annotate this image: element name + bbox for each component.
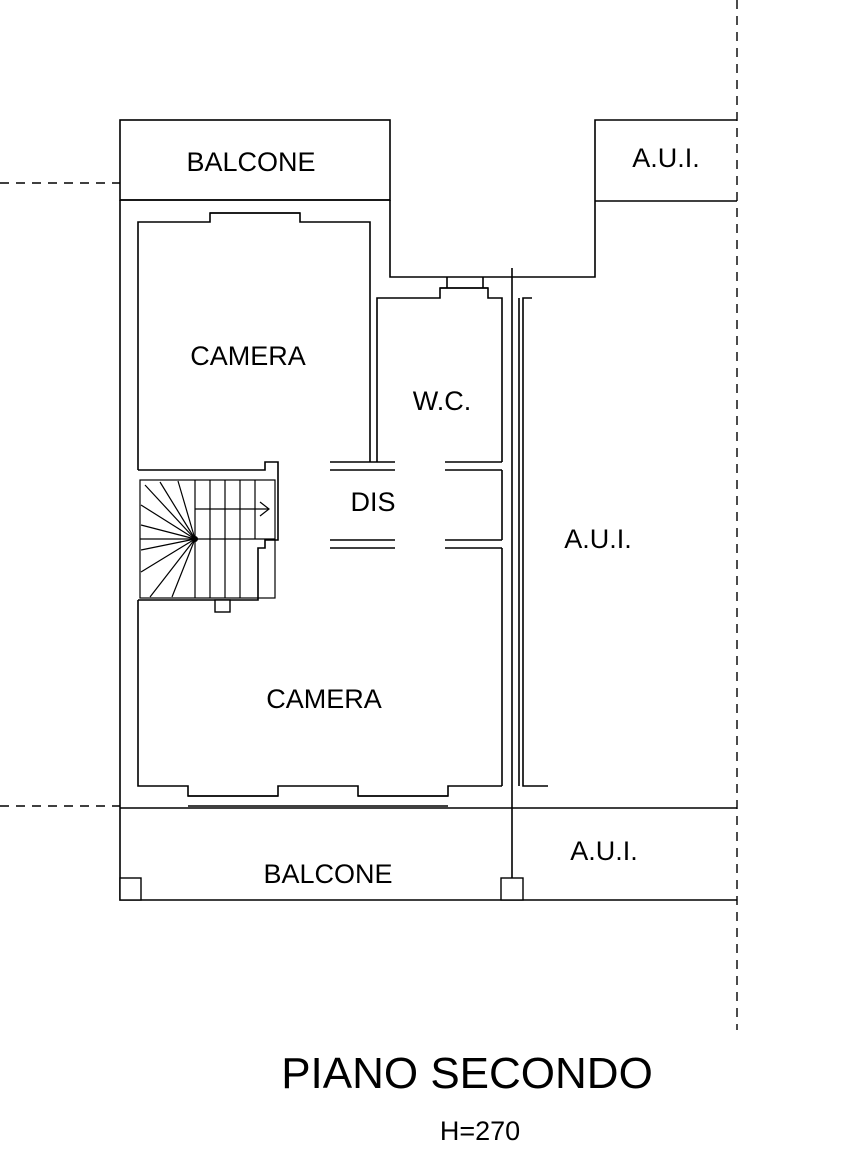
label-balcone-bottom: BALCONE [263,859,392,889]
label-camera-bottom: CAMERA [266,684,382,714]
height-note: H=270 [440,1116,520,1146]
plan-title: PIANO SECONDO [281,1049,653,1098]
label-aui-bottom: A.U.I. [570,836,638,866]
label-wc: W.C. [413,386,472,416]
label-balcone-top: BALCONE [186,147,315,177]
label-dis: DIS [350,487,395,517]
staircase [139,479,276,599]
label-aui-right: A.U.I. [564,524,632,554]
label-aui-top: A.U.I. [632,143,700,173]
label-camera-top: CAMERA [190,341,306,371]
walls [119,119,737,901]
reference-lines [0,0,738,1030]
